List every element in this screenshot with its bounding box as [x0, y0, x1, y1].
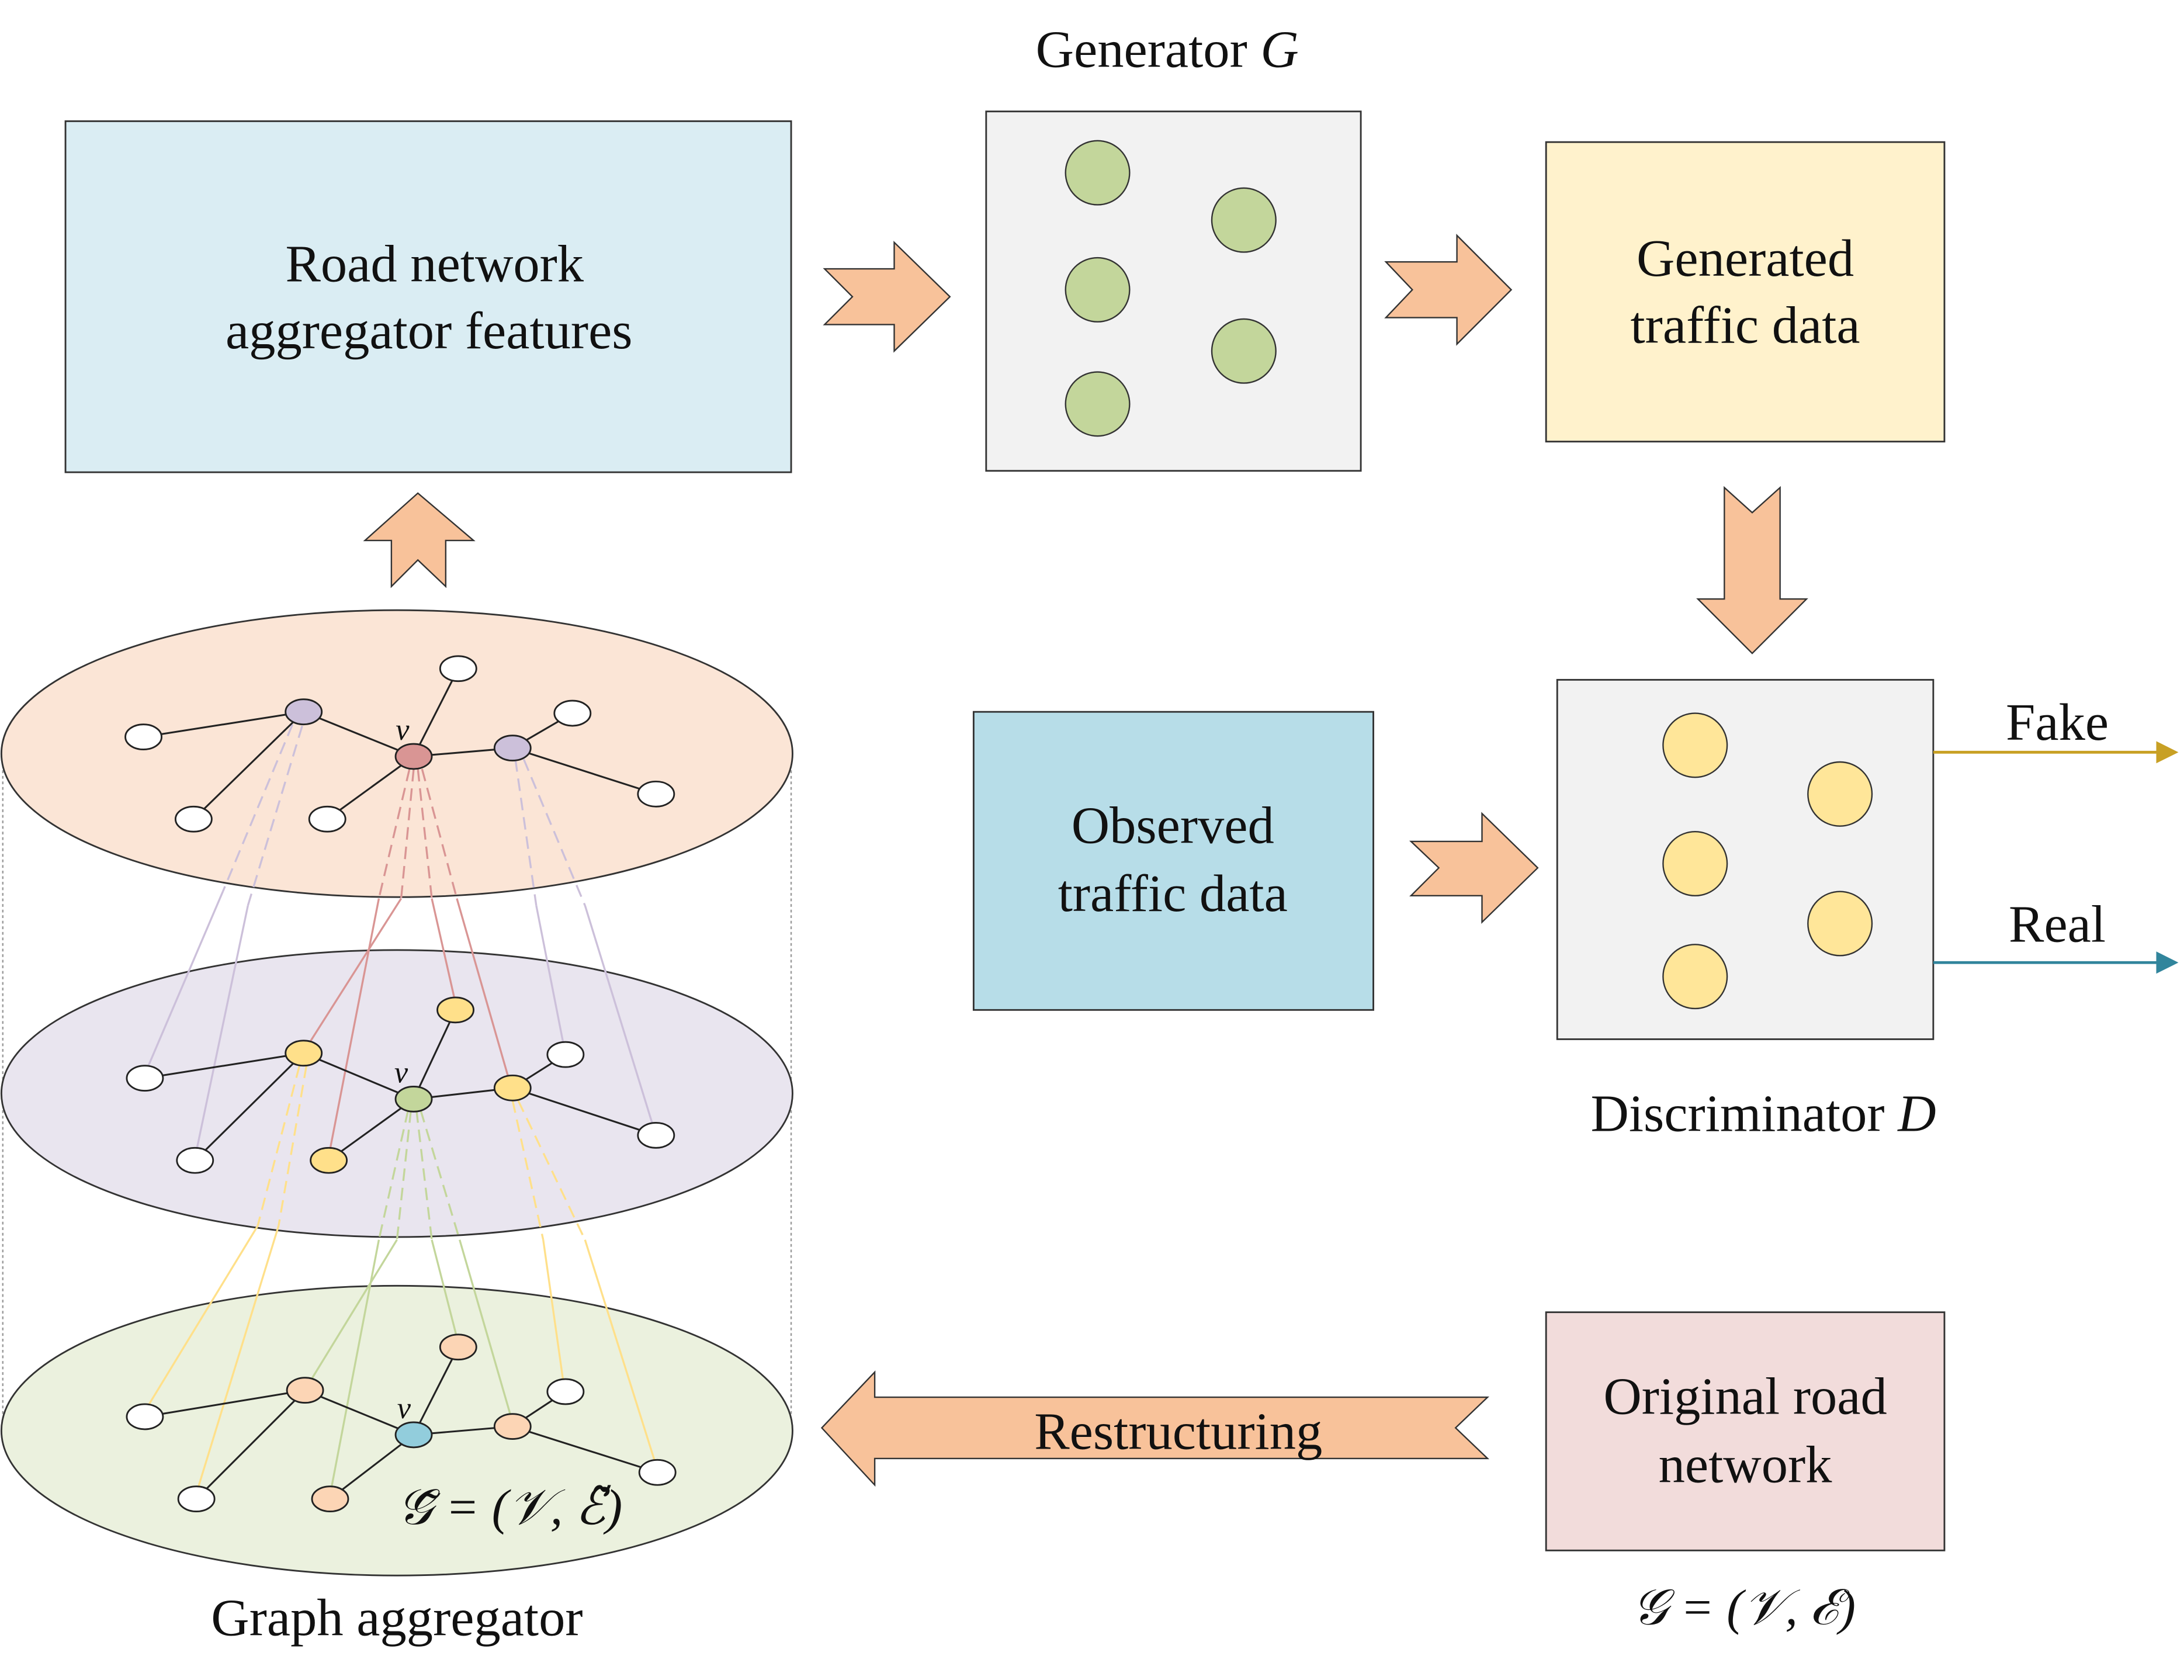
- observed-data-box: Observed traffic data: [972, 711, 1374, 1011]
- restructuring-arrow: [820, 1370, 1490, 1487]
- graph-node: [546, 1378, 585, 1405]
- graph-node: [637, 780, 675, 808]
- center-node-label: v: [397, 1391, 411, 1425]
- middle-layer-graph: v: [126, 996, 675, 1174]
- real-label: Real: [2009, 895, 2106, 954]
- graph-node: [436, 996, 474, 1024]
- graph-aggregator: v v: [0, 609, 793, 1577]
- generator-title-text: Generator: [1036, 19, 1261, 78]
- generated-label-line2: traffic data: [1631, 295, 1860, 354]
- graph-node: [308, 805, 346, 833]
- graph-node: [637, 1122, 675, 1149]
- center-node: [394, 743, 433, 770]
- discriminator-node: [1807, 761, 1873, 827]
- discriminator-box: [1556, 678, 1935, 1040]
- center-node: [394, 1086, 433, 1113]
- restructuring-label: Restructuring: [1034, 1401, 1322, 1460]
- aggregator-to-features-arrow: [363, 492, 476, 588]
- center-node: [394, 1421, 433, 1449]
- graph-node: [546, 1041, 585, 1068]
- original-label-line1: Original road: [1603, 1367, 1887, 1426]
- discriminator-node: [1662, 712, 1728, 778]
- graph-node: [553, 699, 592, 727]
- graph-node: [286, 1377, 324, 1404]
- graph-node: [285, 1040, 323, 1067]
- generator-node: [1065, 257, 1131, 323]
- top-to-middle-connections: [144, 723, 656, 1158]
- graph-node: [311, 1485, 349, 1512]
- original-network-box: Original road network: [1545, 1311, 1946, 1551]
- generator-box: [985, 110, 1362, 472]
- graph-node: [638, 1459, 677, 1486]
- center-node-label: v: [396, 713, 410, 747]
- discriminator-node: [1662, 944, 1728, 1010]
- aggregated-formula-rhs: ): [603, 1480, 623, 1535]
- center-node-label: v: [394, 1055, 408, 1089]
- generator-node: [1211, 318, 1277, 384]
- graph-node: [174, 805, 213, 833]
- generated-data-box: Generated traffic data: [1545, 141, 1946, 443]
- graph-node: [310, 1146, 348, 1174]
- features-to-generator-arrow: [823, 240, 951, 353]
- aggregated-formula: 𝒢̃ = (𝒱, ℰ̃): [397, 1480, 622, 1535]
- middle-to-bottom-connections: [144, 1065, 658, 1495]
- discriminator-title-text: Discriminator: [1590, 1084, 1898, 1143]
- discriminator-title: Discriminator D: [1590, 1084, 1936, 1143]
- discriminator-node: [1662, 831, 1728, 897]
- graph-node: [126, 1065, 164, 1092]
- aggregated-formula-e: ℰ̃: [576, 1480, 611, 1535]
- graph-node: [177, 1485, 216, 1512]
- graph-node: [493, 735, 532, 762]
- generator-node: [1211, 187, 1277, 253]
- graph-node: [493, 1413, 532, 1440]
- generator-node: [1065, 140, 1131, 206]
- discriminator-symbol: D: [1897, 1084, 1936, 1143]
- top-layer-graph: v: [124, 655, 675, 833]
- observed-to-discriminator-arrow: [1409, 812, 1539, 924]
- graph-node: [126, 1403, 164, 1430]
- generator-node: [1065, 371, 1131, 437]
- observed-label-line2: traffic data: [1058, 864, 1288, 923]
- aggregated-formula-lhs: 𝒢̃ = (𝒱,: [397, 1480, 576, 1535]
- generator-to-generated-arrow: [1384, 234, 1513, 346]
- graph-node: [285, 698, 323, 726]
- graph-node: [439, 1333, 477, 1361]
- road-features-box: Road network aggregator features: [64, 120, 792, 473]
- observed-label-line1: Observed: [1072, 795, 1274, 854]
- graph-node: [124, 723, 162, 750]
- original-formula: 𝒢 = (𝒱, ℰ): [1632, 1580, 1856, 1636]
- graph-node: [439, 655, 477, 683]
- road-features-label-line2: aggregator features: [226, 301, 633, 360]
- bottom-layer-graph: v: [126, 1333, 677, 1512]
- graph-aggregator-label: Graph aggregator: [211, 1588, 583, 1647]
- discriminator-node: [1807, 891, 1873, 957]
- generator-title: Generator G: [1036, 19, 1299, 78]
- graph-node: [176, 1146, 214, 1174]
- graph-node: [493, 1074, 532, 1101]
- fake-label: Fake: [2006, 692, 2109, 751]
- road-features-label-line1: Road network: [285, 234, 584, 293]
- original-label-line2: network: [1659, 1435, 1833, 1494]
- generated-label-line1: Generated: [1637, 228, 1854, 287]
- generated-to-discriminator-arrow: [1696, 486, 1808, 654]
- generator-symbol: G: [1260, 19, 1298, 78]
